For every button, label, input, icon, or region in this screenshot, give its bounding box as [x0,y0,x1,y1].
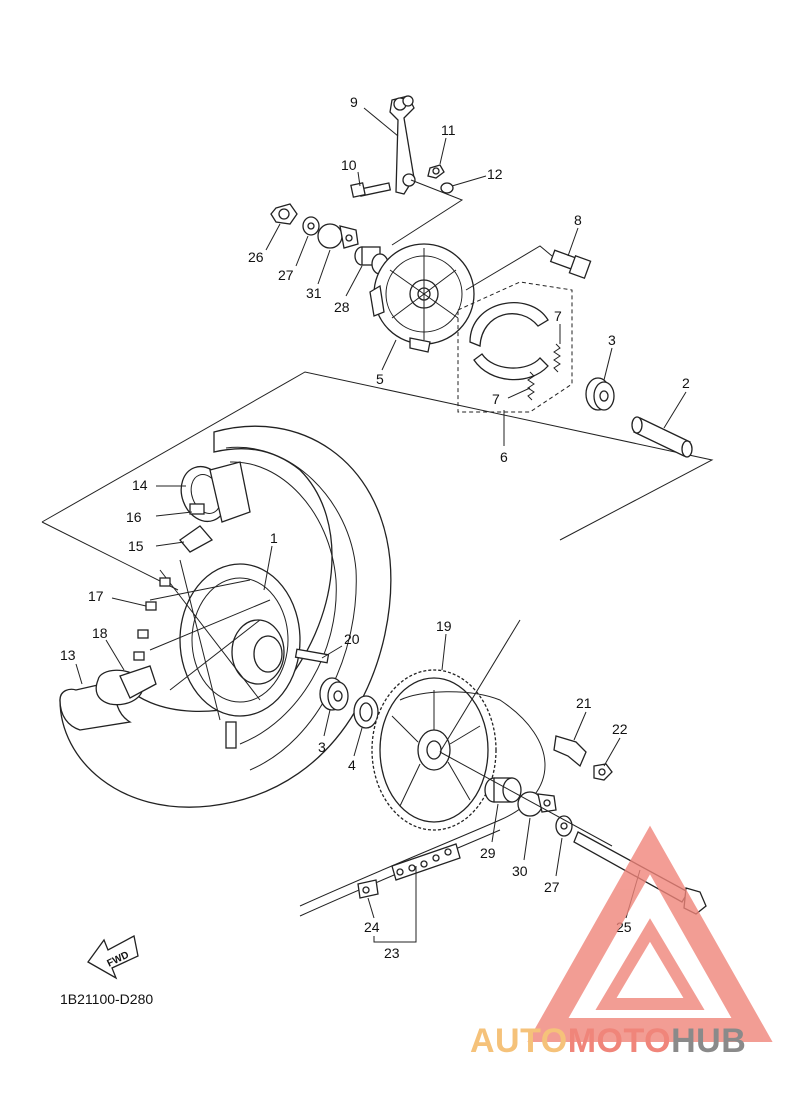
bearing-3-lower [319,677,349,711]
assembly-frame [41,371,714,541]
brake-cam-lever [389,95,416,195]
svg-text:AUTOMOTOHUB: AUTOMOTOHUB [470,1022,746,1060]
chain-puller [553,735,587,768]
callout-21: 21 [576,695,592,711]
logo-part-moto: MOTO [568,1022,671,1060]
callout-24: 24 [364,919,380,935]
callout-28: 28 [334,299,350,315]
lever-nut [427,164,445,179]
callout-13: 13 [60,647,76,663]
callout-5: 5 [376,371,384,387]
washer-27-top [302,216,320,236]
spoke-nipples [133,577,171,661]
callout-7-upper: 7 [554,308,562,324]
fwd-arrow-icon: FWD [87,935,139,980]
rim-band [95,665,157,706]
callout-19: 19 [436,618,452,634]
callout-3-upper: 3 [608,332,616,348]
gear-31 [317,223,359,249]
logo-part-hub: HUB [671,1022,746,1060]
logo-part-auto: AUTO [470,1022,568,1060]
stud-bolt [294,648,330,664]
puller-nut [593,763,613,781]
collar-29 [484,777,522,803]
tube-valve-band [179,461,251,553]
callout-23: 23 [384,945,400,961]
callout-9: 9 [350,94,358,110]
automotohub-logo-mark [527,825,773,1042]
callout-20: 20 [344,631,360,647]
shoe-spring-lower [527,371,535,401]
callout-3-lower: 3 [318,739,326,755]
nut-26 [270,203,298,225]
lever-washer [440,182,454,194]
brake-camshaft [549,249,592,280]
callout-29: 29 [480,845,496,861]
callout-18: 18 [92,625,108,641]
callout-27-bottom: 27 [544,879,560,895]
shoe-spring-upper [553,343,561,373]
callout-11: 11 [441,122,456,138]
callout-16: 16 [126,509,142,525]
callout-30: 30 [512,863,528,879]
callout-6: 6 [500,449,508,465]
drive-chain [299,691,546,917]
valve-stem [225,721,237,749]
chain-joint [357,879,379,899]
callout-31: 31 [306,285,322,301]
callout-14: 14 [132,477,148,493]
callout-12: 12 [487,166,503,182]
spacer-collar [631,416,693,458]
callout-15: 15 [128,538,144,554]
diagram-code: 1B21100-D280 [60,991,153,1007]
lever-bolt [350,182,392,198]
leader-lines [75,107,687,943]
automotohub-logo-text: AUTOMOTOHUB [470,1022,746,1060]
callout-4: 4 [348,757,356,773]
brake-shoes [469,302,549,381]
washer-27-bottom [555,815,573,837]
callout-2: 2 [682,375,690,391]
callout-7-lower: 7 [492,391,500,407]
callout-27-top: 27 [278,267,294,283]
rim-hub-assembly [149,559,301,721]
callout-17: 17 [88,588,104,604]
brake-shoe-kit-box [457,281,573,413]
callout-10: 10 [341,157,357,173]
brake-shoe-plate [369,243,475,353]
callout-labels: 9 11 10 12 8 26 27 31 28 7 7 3 5 2 6 14 … [60,94,690,961]
callout-22: 22 [612,721,628,737]
callout-8: 8 [574,212,582,228]
oil-seal [353,695,379,729]
bearing-3-upper [585,377,615,411]
callout-26: 26 [248,249,264,265]
callout-1: 1 [270,530,278,546]
